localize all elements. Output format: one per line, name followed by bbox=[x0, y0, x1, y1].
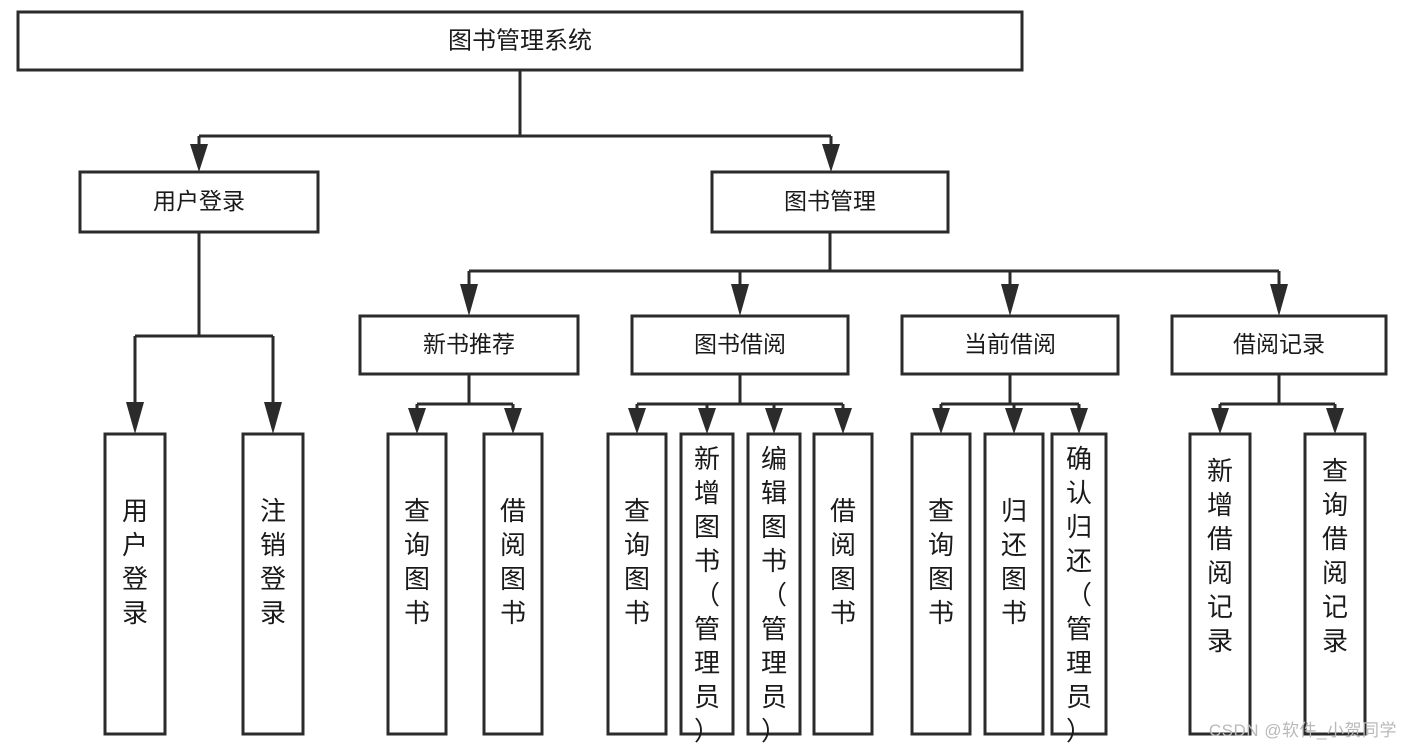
node-user-login[interactable]: 用户登录 bbox=[78, 170, 320, 234]
arrow-bm-new-book-rec-icon bbox=[460, 284, 478, 316]
node-leaf-borrow-book-1-box[interactable] bbox=[482, 432, 544, 736]
node-borrow-record-label: 借阅记录 bbox=[1233, 331, 1325, 357]
node-root-label: 图书管理系统 bbox=[448, 27, 592, 54]
arrow-br-add-record-icon bbox=[1211, 408, 1229, 434]
node-leaf-return-book-box[interactable] bbox=[983, 432, 1045, 736]
node-leaf-edit-book-label: 编辑图书（管理员） bbox=[761, 444, 787, 746]
node-leaf-confirm-return-box[interactable] bbox=[1050, 432, 1108, 736]
arrow-root-to-user-login-icon bbox=[190, 144, 208, 172]
node-leaf-query-book-2-box[interactable] bbox=[606, 432, 668, 736]
node-new-book-rec[interactable]: 新书推荐 bbox=[358, 314, 580, 376]
arrow-bm-current-borrow-icon bbox=[1001, 284, 1019, 316]
node-leaf-user-login-label: 用户登录 bbox=[122, 496, 148, 628]
arrow-bb-edit-book-icon bbox=[765, 408, 783, 434]
node-new-book-rec-box[interactable] bbox=[358, 314, 580, 376]
node-leaf-edit-book[interactable]: 编辑图书（管理员） bbox=[746, 432, 802, 746]
node-leaf-confirm-return[interactable]: 确认归还（管理员） bbox=[1050, 432, 1108, 746]
node-leaf-user-login[interactable]: 用户登录 bbox=[103, 432, 167, 736]
arrow-bm-borrow-record-icon bbox=[1270, 284, 1288, 316]
node-book-borrow-box[interactable] bbox=[630, 314, 850, 376]
node-leaf-logout-box[interactable] bbox=[241, 432, 305, 736]
node-leaf-query-book-2-label: 查询图书 bbox=[624, 496, 650, 628]
node-user-login-box[interactable] bbox=[78, 170, 320, 234]
arrow-bm-book-borrow-icon bbox=[731, 284, 749, 316]
node-root-box[interactable] bbox=[16, 10, 1024, 72]
node-leaf-edit-book-box[interactable] bbox=[746, 432, 802, 736]
node-book-manage-box[interactable] bbox=[710, 170, 950, 234]
node-current-borrow-box[interactable] bbox=[900, 314, 1120, 376]
node-borrow-record[interactable]: 借阅记录 bbox=[1170, 314, 1388, 376]
node-leaf-query-book-1-label: 查询图书 bbox=[404, 496, 430, 628]
node-root[interactable]: 图书管理系统 bbox=[16, 10, 1024, 72]
edges-layer bbox=[126, 70, 1344, 434]
node-book-borrow[interactable]: 图书借阅 bbox=[630, 314, 850, 376]
arrow-ul-logout-icon bbox=[264, 402, 282, 434]
arrow-nbr-borrow-book-icon bbox=[504, 408, 522, 434]
node-leaf-borrow-book-1-label: 借阅图书 bbox=[500, 496, 526, 628]
node-new-book-rec-label: 新书推荐 bbox=[423, 331, 515, 357]
arrow-br-query-record-icon bbox=[1326, 408, 1344, 434]
node-leaf-borrow-book-2-label: 借阅图书 bbox=[830, 496, 856, 628]
node-leaf-logout[interactable]: 注销登录 bbox=[241, 432, 305, 736]
node-user-login-label: 用户登录 bbox=[153, 188, 245, 214]
node-leaf-user-login-box[interactable] bbox=[103, 432, 167, 736]
node-leaf-add-record-box[interactable] bbox=[1188, 432, 1252, 736]
node-leaf-query-book-3-box[interactable] bbox=[910, 432, 972, 736]
arrow-bb-borrow-book-icon bbox=[834, 408, 852, 434]
node-book-borrow-label: 图书借阅 bbox=[694, 331, 786, 357]
arrow-cb-return-book-icon bbox=[1005, 408, 1023, 434]
node-leaf-add-record-label: 新增借阅记录 bbox=[1207, 456, 1233, 656]
node-leaf-add-record[interactable]: 新增借阅记录 bbox=[1188, 432, 1252, 736]
node-current-borrow-label: 当前借阅 bbox=[964, 331, 1056, 357]
arrow-root-to-book-manage-icon bbox=[822, 144, 840, 172]
node-book-manage[interactable]: 图书管理 bbox=[710, 170, 950, 234]
arrow-ul-user-login-icon bbox=[126, 402, 144, 434]
arrow-cb-confirm-return-icon bbox=[1070, 408, 1088, 434]
node-leaf-confirm-return-label: 确认归还（管理员） bbox=[1066, 444, 1092, 746]
node-leaf-borrow-book-2[interactable]: 借阅图书 bbox=[812, 432, 874, 736]
node-leaf-query-record[interactable]: 查询借阅记录 bbox=[1303, 432, 1367, 736]
node-leaf-query-book-1-box[interactable] bbox=[386, 432, 448, 736]
node-leaf-add-book-box[interactable] bbox=[679, 432, 735, 736]
node-leaf-borrow-book-2-box[interactable] bbox=[812, 432, 874, 736]
node-leaf-borrow-book-1[interactable]: 借阅图书 bbox=[482, 432, 544, 736]
node-leaf-add-book-label: 新增图书（管理员） bbox=[694, 444, 720, 746]
node-leaf-query-book-3[interactable]: 查询图书 bbox=[910, 432, 972, 736]
arrow-bb-add-book-icon bbox=[698, 408, 716, 434]
node-leaf-return-book[interactable]: 归还图书 bbox=[983, 432, 1045, 736]
node-leaf-query-record-box[interactable] bbox=[1303, 432, 1367, 736]
node-borrow-record-box[interactable] bbox=[1170, 314, 1388, 376]
node-book-manage-label: 图书管理 bbox=[784, 188, 876, 214]
node-current-borrow[interactable]: 当前借阅 bbox=[900, 314, 1120, 376]
node-leaf-return-book-label: 归还图书 bbox=[1001, 496, 1027, 628]
leaf-nodes-layer: 用户登录 注销登录 查询图书 借阅图书 查询图书 新增图书（管理员） 编辑图书（… bbox=[103, 432, 1367, 746]
arrow-nbr-query-book-icon bbox=[408, 408, 426, 434]
node-leaf-add-book[interactable]: 新增图书（管理员） bbox=[679, 432, 735, 746]
node-leaf-logout-label: 注销登录 bbox=[260, 496, 286, 628]
node-leaf-query-book-1[interactable]: 查询图书 bbox=[386, 432, 448, 736]
node-leaf-query-book-2[interactable]: 查询图书 bbox=[606, 432, 668, 736]
arrow-bb-query-book-icon bbox=[628, 408, 646, 434]
node-leaf-query-record-label: 查询借阅记录 bbox=[1322, 456, 1348, 656]
node-leaf-query-book-3-label: 查询图书 bbox=[928, 496, 954, 628]
arrow-cb-query-book-icon bbox=[932, 408, 950, 434]
